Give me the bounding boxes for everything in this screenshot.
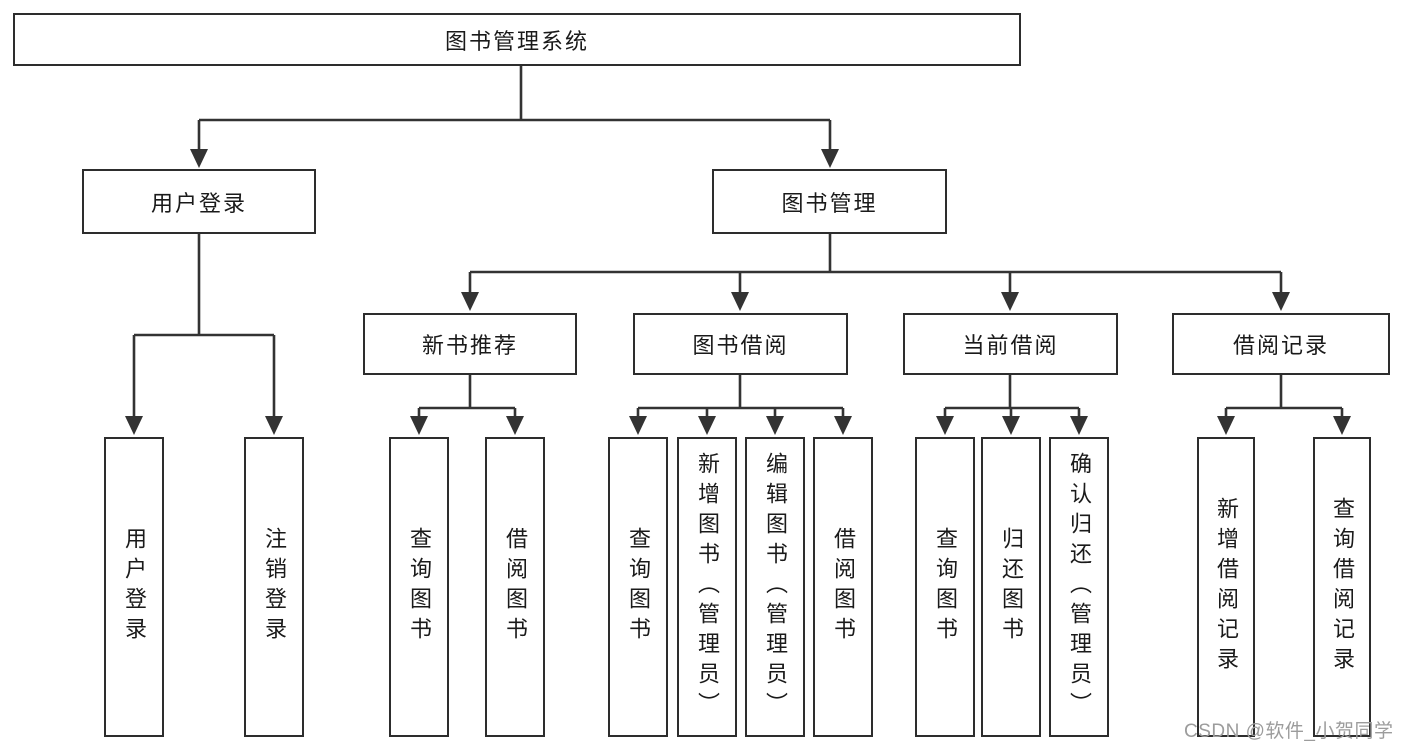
leaf-records-query-record-label: 查询借阅记录 [1330, 497, 1355, 677]
leaf-newbook-borrow-books-label: 借阅图书 [503, 527, 528, 647]
leaf-newbook-query-books-label: 查询图书 [407, 527, 432, 647]
node-new-book-recommend: 新书推荐 [363, 313, 577, 375]
node-book-management: 图书管理 [712, 169, 947, 234]
leaf-records-add-record-label: 新增借阅记录 [1214, 497, 1239, 677]
leaf-borrow-query-books-label: 查询图书 [626, 527, 651, 647]
leaf-borrow-borrow-books-label: 借阅图书 [831, 527, 856, 647]
leaf-newbook-borrow-books: 借阅图书 [485, 437, 545, 737]
node-user-login: 用户登录 [82, 169, 316, 234]
leaf-current-confirm-return-admin-label: 确认归还（管理员） [1067, 452, 1092, 722]
leaf-current-return-books: 归还图书 [981, 437, 1041, 737]
leaf-borrow-edit-book-admin: 编辑图书（管理员） [745, 437, 805, 737]
leaf-user-login: 用户登录 [104, 437, 164, 737]
node-root: 图书管理系统 [13, 13, 1021, 66]
leaf-current-return-books-label: 归还图书 [999, 527, 1024, 647]
leaf-current-query-books-label: 查询图书 [933, 527, 958, 647]
node-user-login-label: 用户登录 [150, 190, 247, 216]
leaf-logout-label: 注销登录 [262, 527, 287, 647]
leaf-current-confirm-return-admin: 确认归还（管理员） [1049, 437, 1109, 737]
node-book-management-label: 图书管理 [781, 190, 878, 216]
leaf-current-query-books: 查询图书 [915, 437, 975, 737]
watermark: CSDN @软件_小贺同学 [1184, 721, 1394, 742]
leaf-borrow-add-book-admin-label: 新增图书（管理员） [695, 452, 720, 722]
node-borrow-records: 借阅记录 [1172, 313, 1390, 375]
node-root-label: 图书管理系统 [444, 28, 589, 54]
node-new-book-recommend-label: 新书推荐 [421, 333, 518, 358]
leaf-records-add-record: 新增借阅记录 [1197, 437, 1255, 737]
leaf-newbook-query-books: 查询图书 [389, 437, 449, 737]
node-current-borrow: 当前借阅 [903, 313, 1118, 375]
leaf-borrow-query-books: 查询图书 [608, 437, 668, 737]
node-book-borrow-label: 图书借阅 [692, 333, 789, 358]
leaf-user-login-label: 用户登录 [122, 527, 147, 647]
node-book-borrow: 图书借阅 [633, 313, 848, 375]
leaf-borrow-add-book-admin: 新增图书（管理员） [677, 437, 737, 737]
leaf-borrow-borrow-books: 借阅图书 [813, 437, 873, 737]
leaf-records-query-record: 查询借阅记录 [1313, 437, 1371, 737]
node-current-borrow-label: 当前借阅 [962, 333, 1059, 358]
leaf-borrow-edit-book-admin-label: 编辑图书（管理员） [763, 452, 788, 722]
leaf-logout: 注销登录 [244, 437, 304, 737]
node-borrow-records-label: 借阅记录 [1232, 333, 1329, 358]
